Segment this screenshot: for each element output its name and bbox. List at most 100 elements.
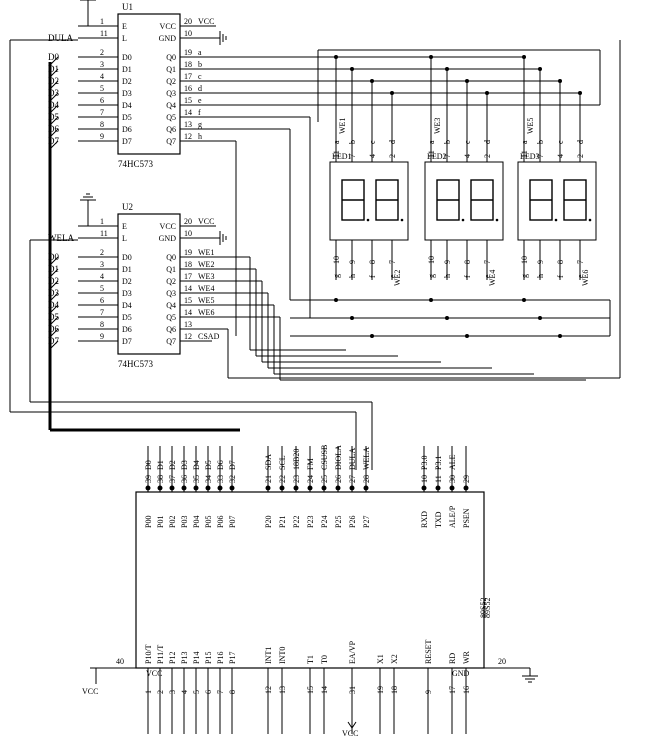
pin-number: 11: [100, 229, 108, 238]
pin-label: VCC: [160, 222, 176, 231]
junction-dot: [465, 334, 469, 338]
junction-dot: [445, 316, 449, 320]
pin-label: Q4: [166, 301, 176, 310]
wiring: [9, 39, 621, 470]
pin-label: PSEN: [462, 508, 471, 528]
pin-label: Q1: [166, 265, 176, 274]
decimal-point: [461, 218, 465, 222]
led-name: LED1: [332, 152, 352, 161]
pin-number: 2: [100, 248, 104, 257]
pin-number: 9: [536, 260, 545, 264]
pin-number: 2: [156, 690, 165, 694]
pin-number: 9: [443, 260, 452, 264]
pin-stub: [335, 485, 341, 491]
wire: [49, 340, 59, 350]
pin-number: 8: [368, 260, 377, 264]
pin-label: c: [463, 140, 472, 144]
ground-icon: [212, 231, 227, 245]
pin-number: 8: [100, 320, 104, 329]
pin-label: D6: [122, 325, 132, 334]
pin-number: 2: [576, 154, 585, 158]
pin-label: Q0: [166, 253, 176, 262]
pin-number: 12: [184, 332, 192, 341]
pin-number: 17: [184, 272, 192, 281]
led-body: [424, 161, 504, 241]
net-label: WELA: [362, 447, 371, 470]
pin-label: E: [122, 22, 127, 31]
pin-number: 5: [192, 690, 201, 694]
net-label: D7: [228, 460, 237, 470]
pin-number: 6: [100, 96, 104, 105]
net-label: P3.1: [434, 456, 443, 470]
net-label: CSAD: [198, 332, 220, 341]
pin-number: 18: [390, 686, 399, 694]
pin-number: 17: [448, 686, 457, 694]
pin-label: D5: [122, 313, 132, 322]
pin-number: 9: [424, 690, 433, 694]
junction-dot: [558, 334, 562, 338]
net-label: f: [198, 108, 201, 117]
pin-number: 10: [427, 256, 436, 264]
arrow-icon: [347, 721, 357, 729]
wire: [49, 256, 59, 266]
pin-number: 36: [180, 475, 189, 483]
pin-label: c: [556, 140, 565, 144]
pin-number: 11: [332, 150, 341, 158]
pin-number: 4: [463, 154, 472, 158]
pin-number: 5: [100, 84, 104, 93]
pin-label: Q2: [166, 277, 176, 286]
pin-stub: [181, 485, 187, 491]
pin-stub: [145, 485, 151, 491]
net-label: D7: [48, 336, 59, 346]
net-label: d: [198, 84, 202, 93]
latch-u2: U274HC5731E11LWELA2D0D03D1D14D2D25D3D36D…: [48, 193, 227, 369]
microcontroller-89s52: 89S5289S5239D0P0038D1P0137D2P0236D3P0335…: [82, 445, 538, 738]
junction-dot: [465, 79, 469, 83]
junction-dot: [334, 55, 338, 59]
pin-number: 2: [100, 48, 104, 57]
pin-label: g: [332, 274, 341, 278]
pin-number: 8: [100, 120, 104, 129]
pin-number: 20: [498, 657, 506, 666]
net-label: 18B20: [292, 449, 301, 470]
pin-number: 1: [100, 17, 104, 26]
chip-body: [117, 13, 181, 155]
pin-label: D3: [122, 89, 132, 98]
net-label: WE2: [198, 260, 214, 269]
pin-number: 40: [116, 657, 124, 666]
pin-number: 15: [184, 296, 192, 305]
junction-dot: [558, 79, 562, 83]
pin-number: 11: [520, 150, 529, 158]
pin-label: b: [348, 140, 357, 144]
pin-number: 23: [292, 475, 301, 483]
pin-number: 12: [184, 132, 192, 141]
pin-number: 11: [100, 29, 108, 38]
chip-name: U1: [122, 2, 133, 12]
pin-label: GND: [159, 34, 177, 43]
pin-number: 8: [463, 260, 472, 264]
pin-stub: [157, 485, 163, 491]
net-label: D4: [48, 300, 59, 310]
pin-number: 4: [180, 690, 189, 694]
pin-number: 14: [184, 284, 192, 293]
pin-number: 31: [348, 686, 357, 694]
chip-name: U2: [122, 202, 133, 212]
net-label: VCC: [146, 669, 162, 678]
pin-number: 3: [168, 690, 177, 694]
net-label: D2: [168, 460, 177, 470]
pin-number: 18: [184, 60, 192, 69]
pin-label: X2: [390, 654, 399, 664]
junction-dot: [334, 298, 338, 302]
pin-number: 19: [184, 248, 192, 257]
pin-number: 10: [184, 229, 192, 238]
pin-number: 14: [320, 686, 329, 694]
net-label: FM: [306, 458, 315, 470]
pin-number: 32: [228, 475, 237, 483]
pin-label: TXD: [434, 511, 443, 528]
pin-number: 7: [348, 154, 357, 158]
net-label: WE5: [526, 118, 535, 134]
net-label: D1: [48, 64, 59, 74]
net-label: WE3: [198, 272, 214, 281]
net-label: g: [198, 120, 202, 129]
